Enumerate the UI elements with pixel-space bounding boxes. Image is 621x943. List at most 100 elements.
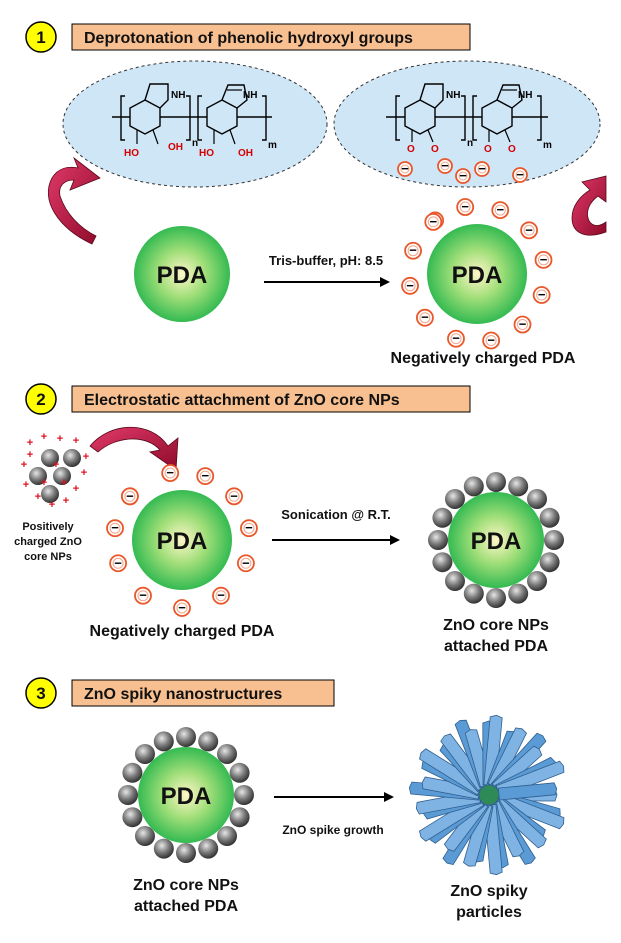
- negative-charge: −: [447, 329, 465, 348]
- svg-text:−: −: [217, 588, 225, 603]
- zno-core-np: [29, 467, 47, 485]
- pda-structure-deprotonated: NH NH n m O O O O −−−−−: [333, 60, 601, 188]
- step1-product-label: Negatively charged PDA: [391, 350, 576, 367]
- zno-core-np: [63, 449, 81, 467]
- hydroxyl-label: OH: [168, 142, 183, 153]
- negative-charge: −: [240, 519, 258, 538]
- zno-core-np: [486, 588, 506, 608]
- svg-text:−: −: [406, 278, 414, 293]
- zno-spike: [463, 802, 493, 867]
- zno-core-np: [539, 507, 560, 528]
- zno-attached-ring: [118, 727, 254, 863]
- step2-reactant-label: Negatively charged PDA: [90, 623, 275, 640]
- negative-charge: −: [424, 213, 443, 231]
- zno-core-np: [428, 530, 448, 550]
- step2-product-label: ZnO core NPs: [443, 617, 549, 634]
- negative-charge: −: [106, 519, 124, 538]
- zno-spike: [497, 782, 558, 801]
- negative-charge: −: [212, 586, 230, 605]
- zno-core-cluster: ++++++++++++++++: [21, 431, 89, 511]
- negative-charge: −: [513, 315, 532, 334]
- curved-arrow-left: [47, 156, 101, 245]
- positive-charge: +: [53, 459, 59, 471]
- pda-particle: [134, 226, 230, 322]
- negative-charge: −: [236, 554, 255, 573]
- step3-product-label: ZnO spiky: [450, 883, 527, 900]
- positive-charge: +: [63, 495, 69, 507]
- zno-core-np: [544, 530, 564, 550]
- negative-charge: −: [474, 161, 490, 177]
- zno-core-np: [486, 472, 506, 492]
- svg-text:−: −: [441, 158, 449, 173]
- step3-arrow-label: ZnO spike growth: [282, 823, 383, 837]
- zno-core-np: [122, 807, 143, 828]
- zno-core-np: [527, 488, 548, 509]
- zno-cluster-label: Positively: [22, 521, 74, 533]
- negative-charge: −: [404, 241, 423, 260]
- zno-spiky-particle: [408, 714, 565, 876]
- negative-charge: −: [534, 250, 553, 269]
- svg-text:−: −: [126, 488, 134, 503]
- positive-charge: +: [21, 459, 27, 471]
- zno-core-np: [444, 488, 465, 509]
- svg-text:−: −: [538, 287, 546, 302]
- zno-core-np: [198, 731, 219, 752]
- zno-core-np: [508, 583, 529, 604]
- pda-particle: [138, 747, 234, 843]
- negative-charge: −: [491, 201, 510, 220]
- zno-core-np: [176, 727, 196, 747]
- curved-arrow-right: [571, 175, 607, 236]
- negative-charge: −: [482, 331, 501, 350]
- zno-core-np: [463, 476, 484, 497]
- svg-text:−: −: [139, 588, 147, 603]
- zno-core-np: [134, 743, 155, 764]
- nh-label: NH: [171, 90, 185, 101]
- positive-charge: +: [81, 467, 87, 479]
- zno-core-np: [153, 731, 174, 752]
- nh-label: NH: [446, 90, 460, 101]
- zno-core-np: [41, 449, 59, 467]
- svg-text:−: −: [245, 520, 253, 535]
- positive-charge: +: [27, 449, 33, 461]
- svg-text:−: −: [242, 555, 250, 570]
- negative-charge-ring: −−−−−−−−−−−−−: [401, 198, 553, 350]
- step-3-header: 3 ZnO spiky nanostructures: [25, 677, 335, 709]
- negative-charge: −: [173, 599, 191, 617]
- step3-reactant-label: attached PDA: [134, 898, 238, 915]
- step-title-box: [71, 385, 471, 413]
- hydroxyl-label: OH: [238, 148, 253, 159]
- subscript-m: m: [543, 140, 552, 151]
- negative-charge: −: [161, 464, 180, 482]
- step3-product-label: particles: [456, 904, 522, 921]
- zno-cluster-label: core NPs: [24, 551, 72, 563]
- negative-charge: −: [196, 467, 215, 486]
- positive-charge: +: [49, 499, 55, 511]
- positive-charge: +: [73, 435, 79, 447]
- step-title-box: [71, 23, 471, 51]
- pda-label: PDA: [471, 528, 522, 555]
- svg-text:−: −: [114, 555, 122, 570]
- step3-reactant-label: ZnO core NPs: [133, 877, 239, 894]
- oxygen-label: O: [407, 144, 415, 155]
- zno-core-np: [229, 762, 250, 783]
- svg-text:−: −: [461, 199, 469, 214]
- step-badge: [25, 21, 57, 53]
- negative-charge: −: [512, 167, 528, 183]
- positive-charge: +: [61, 477, 67, 489]
- subscript-n: n: [467, 138, 473, 149]
- zno-core-np: [153, 838, 174, 859]
- svg-text:−: −: [519, 317, 527, 332]
- positive-charge: +: [41, 477, 47, 489]
- zno-core-np: [229, 807, 250, 828]
- negative-charge: −: [437, 158, 453, 174]
- step-2-header: 2 Electrostatic attachment of ZnO core N…: [25, 383, 471, 415]
- nh-label: NH: [243, 90, 257, 101]
- negative-charge: −: [134, 586, 152, 605]
- curved-arrow-step2: [89, 426, 179, 471]
- zno-spike: [419, 748, 485, 796]
- zno-core-np: [122, 762, 143, 783]
- zno-spike: [443, 798, 489, 852]
- svg-text:−: −: [496, 202, 504, 217]
- step-badge: [25, 677, 57, 709]
- hydroxyl-label: HO: [124, 148, 139, 159]
